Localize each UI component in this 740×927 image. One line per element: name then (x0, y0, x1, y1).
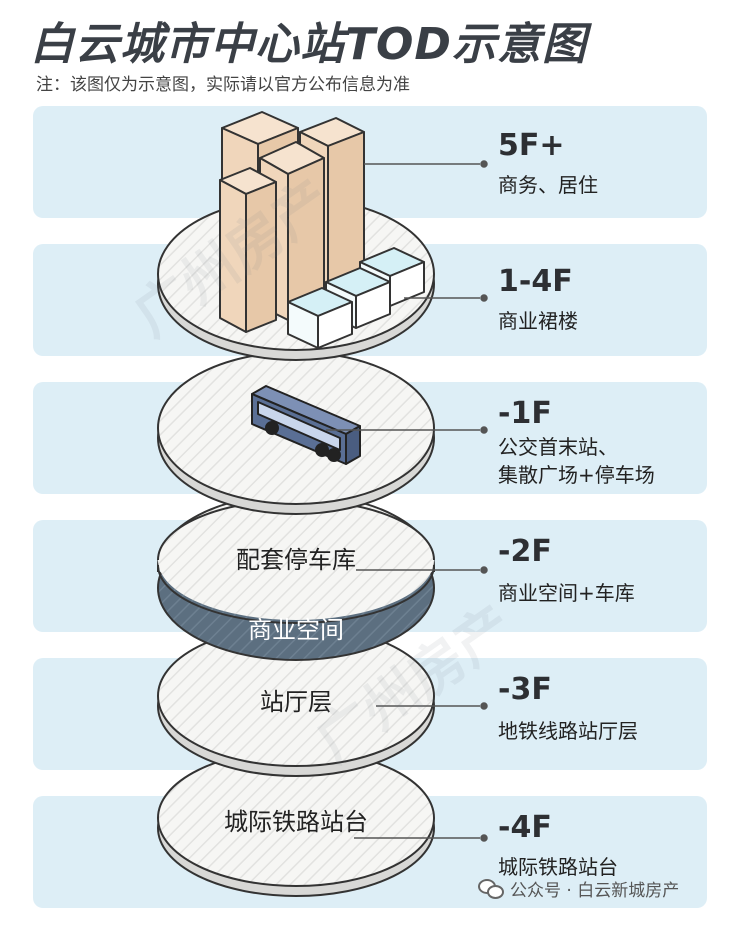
floor-label-b2: -2F (498, 534, 552, 569)
floor-label-5f: 5F+ (498, 128, 565, 163)
wechat-icon (478, 878, 504, 899)
disc-label-concourse: 站厅层 (260, 688, 332, 716)
floor-label-b4: -4F (498, 810, 552, 845)
disc-platform (157, 749, 435, 897)
disc-parking-commercial (157, 493, 435, 661)
floor-desc-5f: 商务、居住 (498, 173, 598, 197)
floor-desc-1-4f: 商业裙楼 (498, 309, 578, 333)
floor-label-1-4f: 1-4F (498, 264, 573, 299)
page-title: 白云城市中心站TOD示意图 (30, 19, 587, 70)
disc-concourse (157, 625, 435, 777)
floor-desc-b1-line1: 公交首末站、 (498, 435, 618, 459)
leader-lines (326, 160, 488, 842)
footer-account: 公众号 · 白云新城房产 (478, 876, 679, 901)
bus-icon (251, 385, 361, 465)
floor-desc-b2: 商业空间+车库 (498, 581, 635, 605)
floor-label-b1: -1F (498, 396, 552, 431)
disc-label-parking: 配套停车库 (236, 546, 356, 574)
disc-label-commercial: 商业空间 (248, 616, 344, 644)
floor-desc-b1-line2: 集散广场+停车场 (498, 463, 655, 487)
floor-desc-b3: 地铁线路站厅层 (498, 719, 638, 743)
disc-label-platform: 城际铁路站台 (224, 808, 368, 836)
floor-label-b3: -3F (498, 672, 552, 707)
footer-account-name: 公众号 · 白云新城房产 (510, 881, 680, 901)
podium-cubes (287, 247, 425, 349)
layer-band-5f (33, 106, 707, 218)
disclaimer-note: 注：该图仅为示意图，实际请以官方公布信息为准 (36, 75, 410, 95)
floor-desc-b4: 城际铁路站台 (498, 855, 618, 879)
tower-buildings (219, 111, 365, 333)
